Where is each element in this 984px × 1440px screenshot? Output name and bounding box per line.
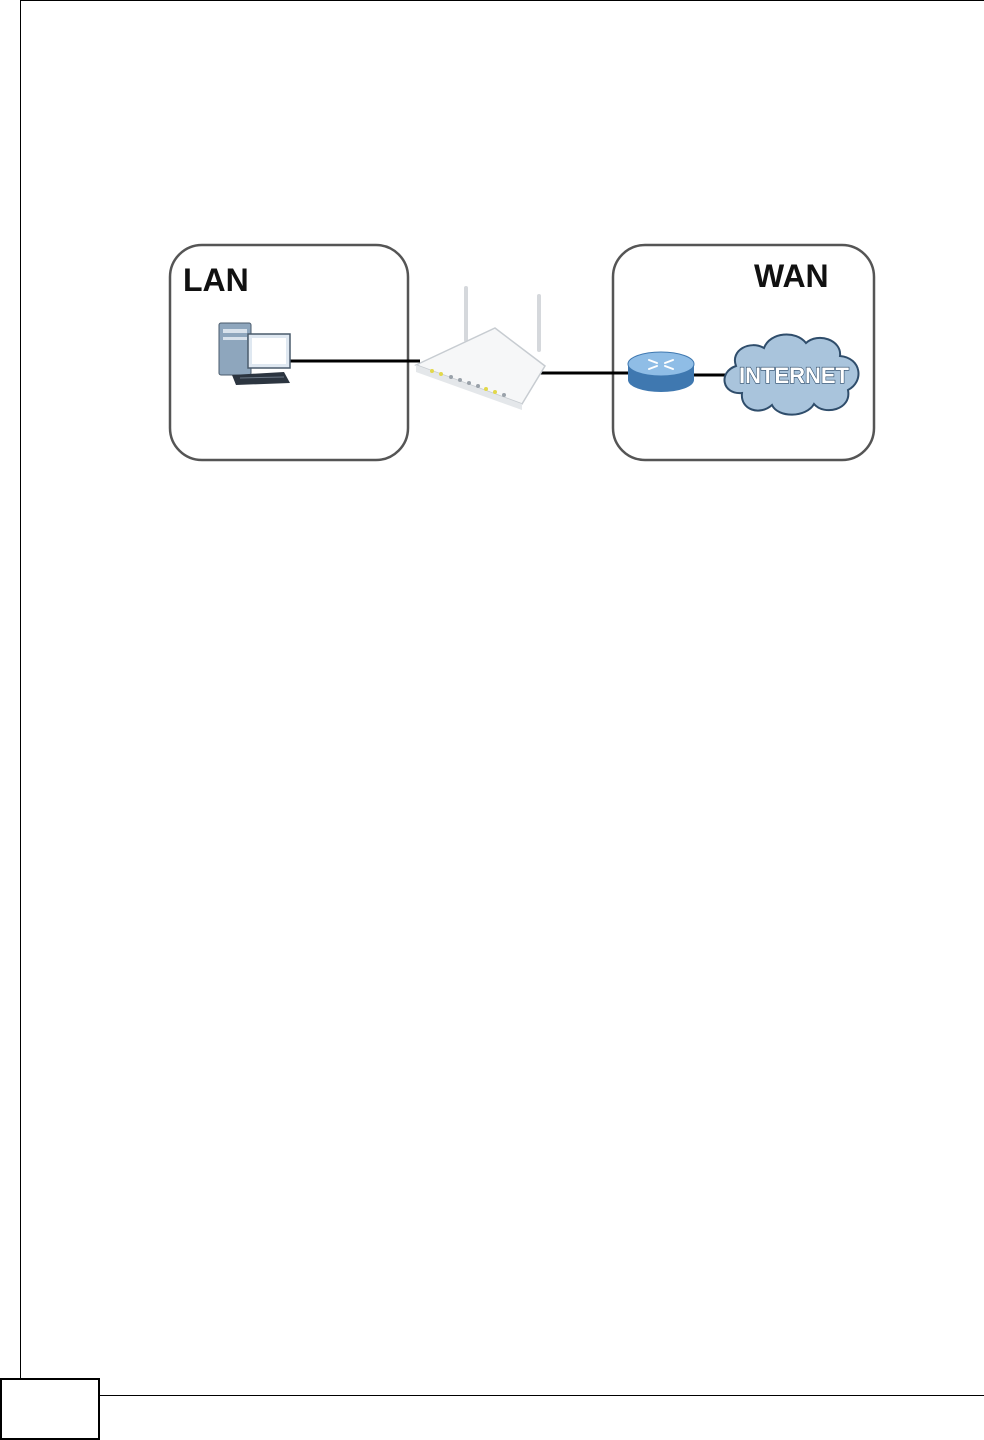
internet-label: INTERNET <box>739 363 850 388</box>
network-diagram: LAN WAN <box>0 0 984 1300</box>
footer-rule <box>0 1395 984 1396</box>
lan-label: LAN <box>183 262 249 298</box>
internet-cloud-icon: INTERNET <box>725 334 859 414</box>
wireless-router-icon <box>416 288 545 410</box>
isp-router-icon <box>628 352 694 392</box>
wan-label: WAN <box>754 258 829 294</box>
page-number-box <box>0 1378 100 1440</box>
